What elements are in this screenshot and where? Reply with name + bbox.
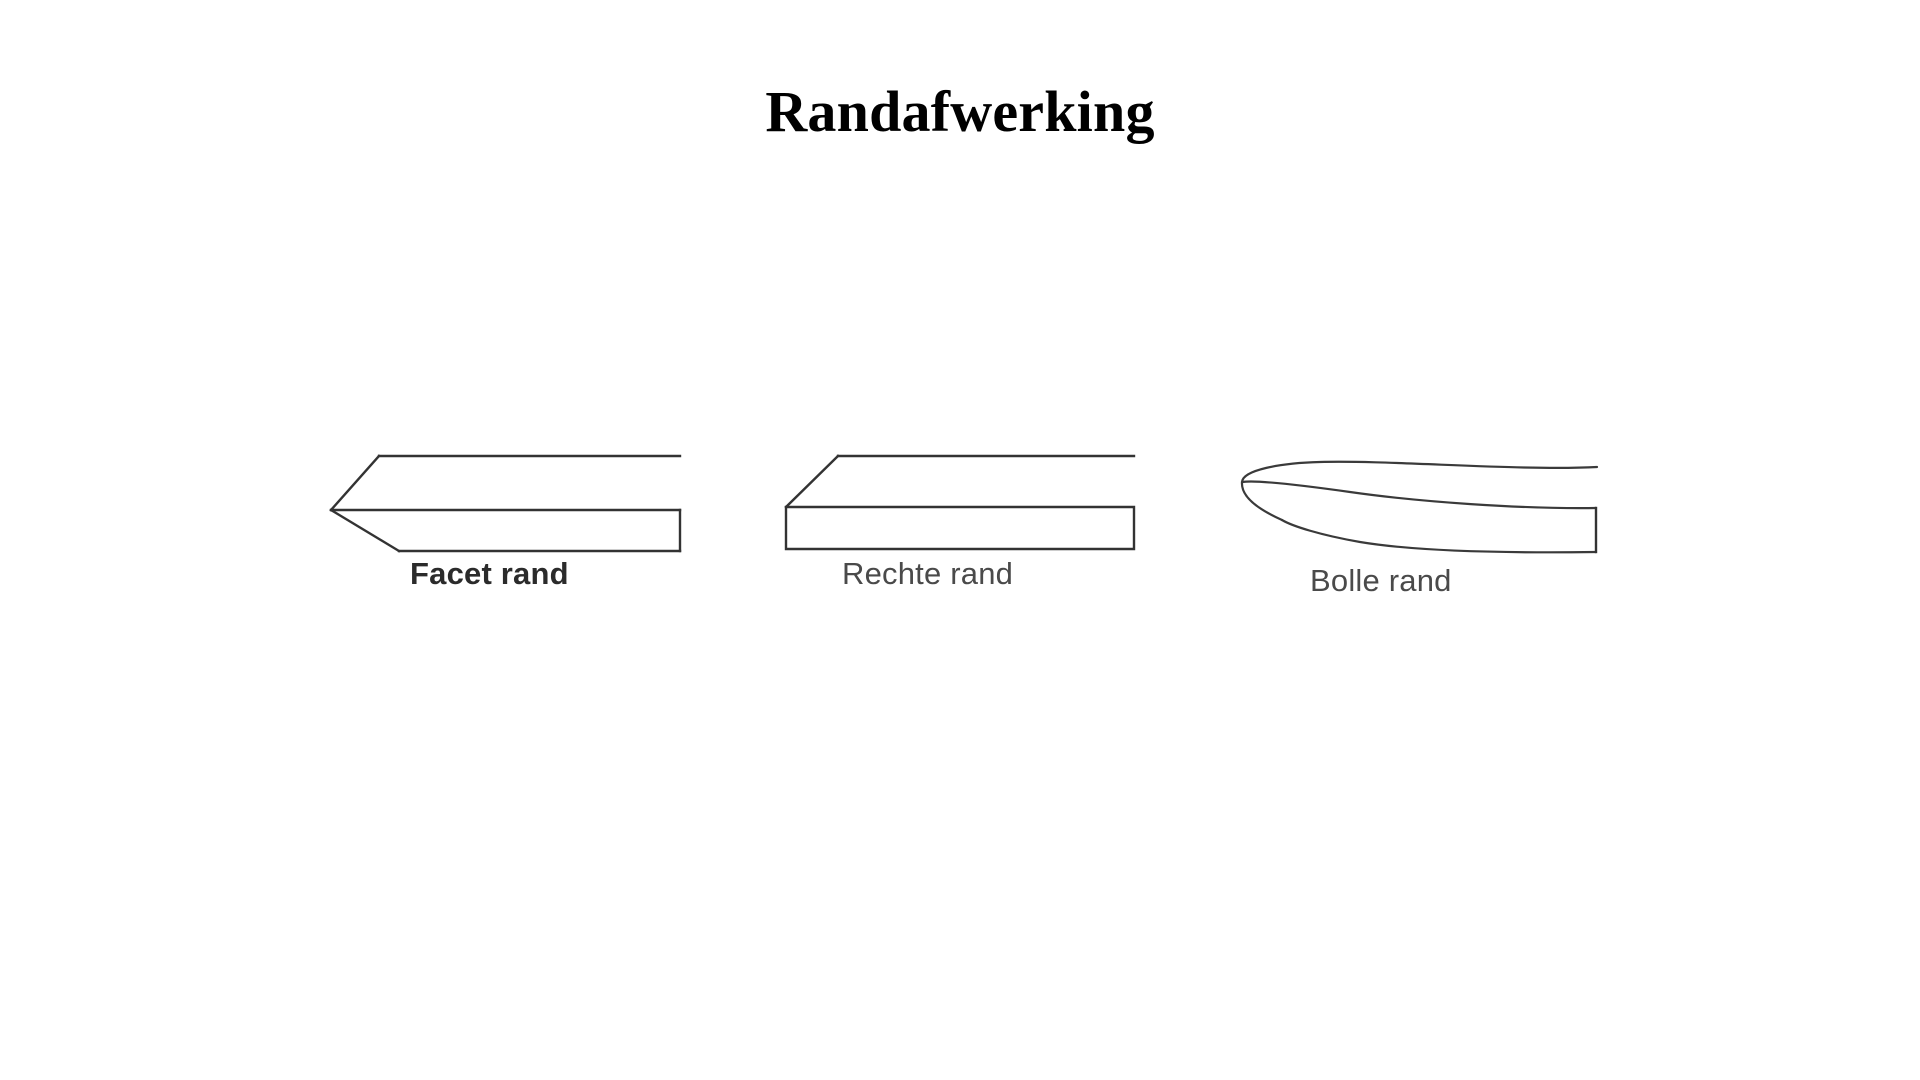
facet-edge-drawing	[329, 454, 682, 553]
bolle-top-curve	[1240, 460, 1599, 484]
edge-profile-bolle-label: Bolle rand	[1310, 563, 1452, 598]
rechte-diagonal	[784, 454, 840, 509]
bolle-nose-outer	[1240, 480, 1284, 522]
edge-profile-rechte[interactable]: Rechte rand	[760, 430, 1180, 640]
rechte-edge-drawing	[784, 454, 1136, 551]
bolle-middle-curve	[1241, 480, 1598, 510]
bolle-edge-drawing	[1240, 460, 1599, 554]
edge-profile-facet-label: Facet rand	[410, 556, 569, 591]
edge-profile-facet[interactable]: Facet rand	[300, 430, 720, 640]
page-title: Randafwerking	[765, 79, 1155, 144]
facet-upper-bevel	[329, 454, 381, 512]
edge-profile-bolle[interactable]: Bolle rand	[1220, 430, 1640, 640]
rechte-slab-rect	[784, 505, 1136, 551]
bolle-bottom-curve	[1280, 518, 1598, 554]
facet-lower-bevel	[329, 508, 401, 553]
edge-profile-rechte-label: Rechte rand	[842, 556, 1014, 591]
